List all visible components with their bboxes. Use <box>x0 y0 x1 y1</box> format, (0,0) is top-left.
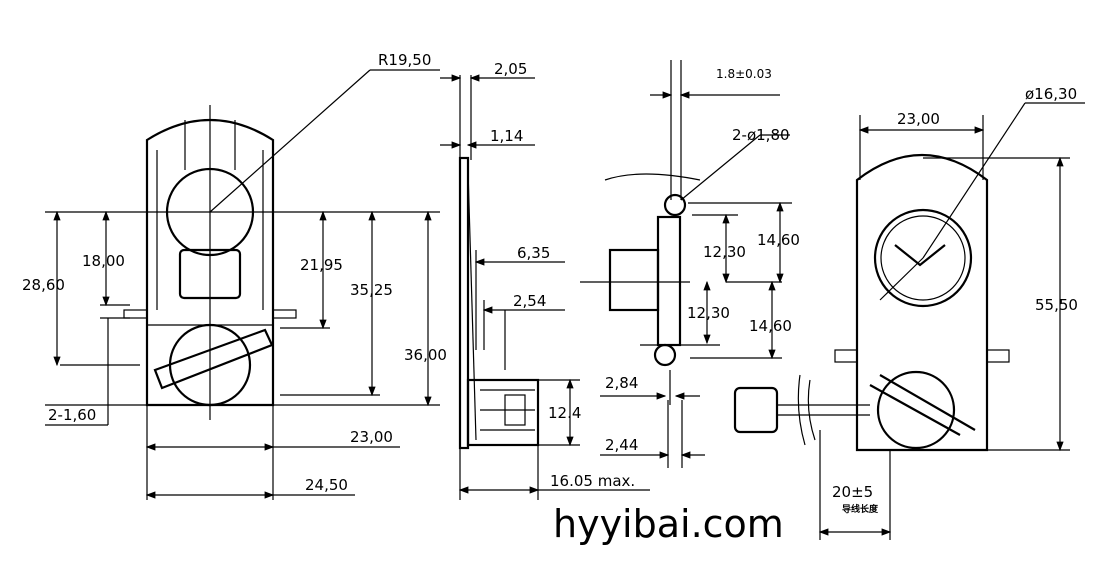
dim-label: 36,00 <box>404 346 447 364</box>
radius-label: R19,50 <box>378 51 431 69</box>
dim-label: 2,44 <box>605 436 638 454</box>
side-view-2: 1.8±0.03 2-ø1,80 12,30 14,60 12,30 14,60… <box>580 60 800 468</box>
dim-label: 21,95 <box>300 256 343 274</box>
dim-label: 12.4 <box>548 404 581 422</box>
dim-label: 24,50 <box>305 476 348 494</box>
dim-label: ø16,30 <box>1025 85 1077 103</box>
dim-label: 2-1,60 <box>48 406 96 424</box>
dim-label: 23,00 <box>897 110 940 128</box>
side-view: 2,05 1,14 6,35 2,54 12.4 16.05 max. <box>440 60 650 500</box>
rear-view: 23,00 ø16,30 55,50 20±5 导线长度 <box>733 85 1085 540</box>
dim-label: 12,30 <box>687 304 730 322</box>
dim-label: 2,54 <box>513 292 546 310</box>
dim-label: 55,50 <box>1035 296 1078 314</box>
dim-label: 14,60 <box>757 231 800 249</box>
watermark: hyyibai.com <box>553 502 784 546</box>
dim-label: 14,60 <box>749 317 792 335</box>
dim-label: 2,05 <box>494 60 527 78</box>
dim-label: 2-ø1,80 <box>732 126 790 144</box>
dim-label: 1.8±0.03 <box>716 67 772 81</box>
dim-label: 6,35 <box>517 244 550 262</box>
dim-label: 35,25 <box>350 281 393 299</box>
dim-label: 18,00 <box>82 252 125 270</box>
dim-label: 23,00 <box>350 428 393 446</box>
dim-label: 16.05 max. <box>550 472 635 490</box>
dim-label: 28,60 <box>22 276 65 294</box>
front-view: R19,50 18,00 28,60 21,95 35,25 36,00 2-1… <box>22 51 447 500</box>
dim-label: 12,30 <box>703 243 746 261</box>
wire-length-note: 导线长度 <box>842 503 879 515</box>
dim-label: 1,14 <box>490 127 523 145</box>
dim-label: 2,84 <box>605 374 638 392</box>
dim-label: 20±5 <box>832 483 873 501</box>
